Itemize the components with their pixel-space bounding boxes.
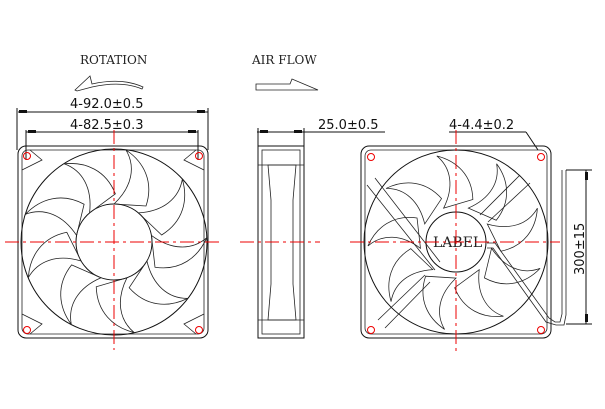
blade (22, 191, 85, 237)
blade (93, 275, 146, 341)
blade (113, 149, 150, 207)
outer-width-text: 4-92.0±0.5 (70, 97, 143, 112)
hole-spacing-text: 4-82.5±0.3 (70, 118, 143, 133)
dimension-hole-spacing: 4-82.5±0.3 (25, 118, 199, 160)
air-flow-label: AIR FLOW (251, 53, 317, 67)
blade (485, 197, 549, 254)
blade (483, 247, 543, 291)
hole-diameter-text: 4-4.4±0.2 (449, 118, 514, 133)
dimension-outer-width: 4-92.0±0.5 (16, 97, 209, 150)
dimension-lead-length: 300±15 (566, 169, 592, 325)
lead-wires (487, 170, 567, 326)
dimension-thickness: 25.0±0.5 (257, 118, 385, 150)
fan-front-view (5, 130, 222, 350)
blade (49, 263, 103, 329)
fan-back-view: LABEL (350, 130, 567, 355)
blade (127, 259, 195, 319)
blade (425, 148, 476, 211)
thickness-text: 25.0±0.5 (318, 118, 379, 133)
hub-label-text: LABEL (433, 235, 482, 251)
lead-length-text: 300±15 (573, 223, 588, 275)
rotation-label: ROTATION (80, 53, 147, 67)
blade (16, 229, 84, 289)
fan-side-view (240, 145, 320, 339)
blade (467, 159, 518, 222)
dimension-hole-diameter: 4-4.4±0.2 (449, 118, 539, 151)
rotation-arrow-icon (74, 75, 144, 92)
air-flow-arrow-icon (255, 78, 319, 91)
